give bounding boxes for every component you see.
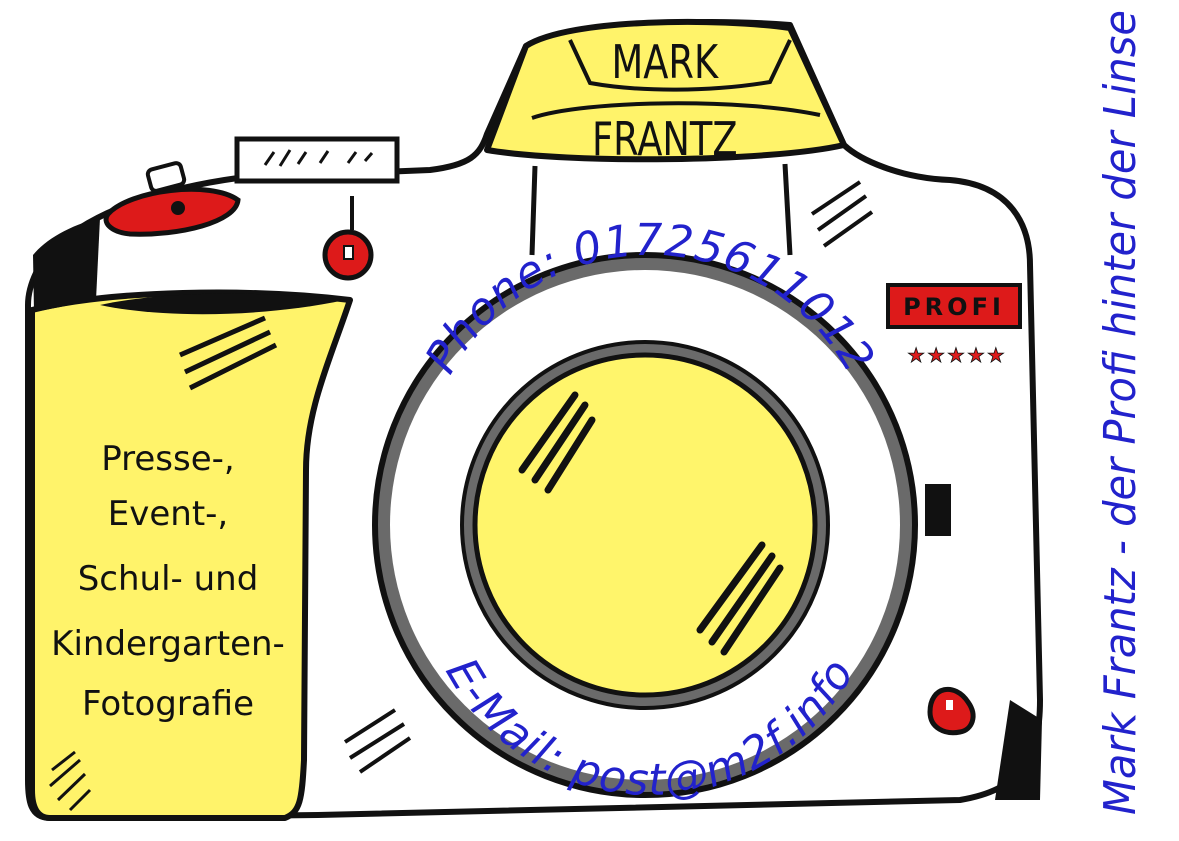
top-dial-band	[568, 39, 792, 92]
top-dial-lower-line	[531, 101, 821, 120]
grip-shadow	[100, 293, 345, 315]
prism-neck	[529, 163, 793, 256]
services-line-5: Fotografie	[82, 684, 254, 724]
grip-highlight	[179, 315, 278, 391]
lens-highlight-bottom	[696, 541, 784, 656]
red-side-button	[927, 686, 976, 736]
services-line-4: Kindergarten-	[51, 624, 285, 664]
lens-highlight-top	[518, 391, 596, 494]
services-line-1: Presse-,	[101, 439, 234, 479]
grip	[29, 289, 353, 821]
red-dial-marker	[343, 245, 354, 260]
shutter-dot	[171, 201, 185, 215]
side-button	[925, 484, 951, 536]
lens-icon	[472, 352, 818, 698]
grip-edge-shadow	[33, 218, 100, 312]
profi-badge	[886, 283, 1022, 329]
star-icon: ★★★★★	[907, 343, 1007, 367]
top-name-line-2: FRANTZ	[592, 112, 738, 166]
flash-texture	[263, 149, 374, 167]
vertical-tagline: Mark Frantz - der Profi hinter der Linse	[1095, 10, 1146, 815]
shutter-top	[145, 161, 187, 193]
red-side-marker	[946, 700, 953, 710]
grip-hatch	[49, 750, 92, 812]
services-line-3: Schul- und	[78, 559, 259, 599]
profi-badge-label: PROFI	[903, 293, 1005, 321]
flash-icon	[234, 136, 400, 184]
services-line-2: Event-,	[108, 494, 228, 534]
body-hatch-top	[810, 180, 874, 248]
top-name-line-1: MARK	[612, 35, 720, 89]
corner-shadow	[995, 700, 1042, 800]
body-hatch-bottom	[343, 708, 412, 774]
